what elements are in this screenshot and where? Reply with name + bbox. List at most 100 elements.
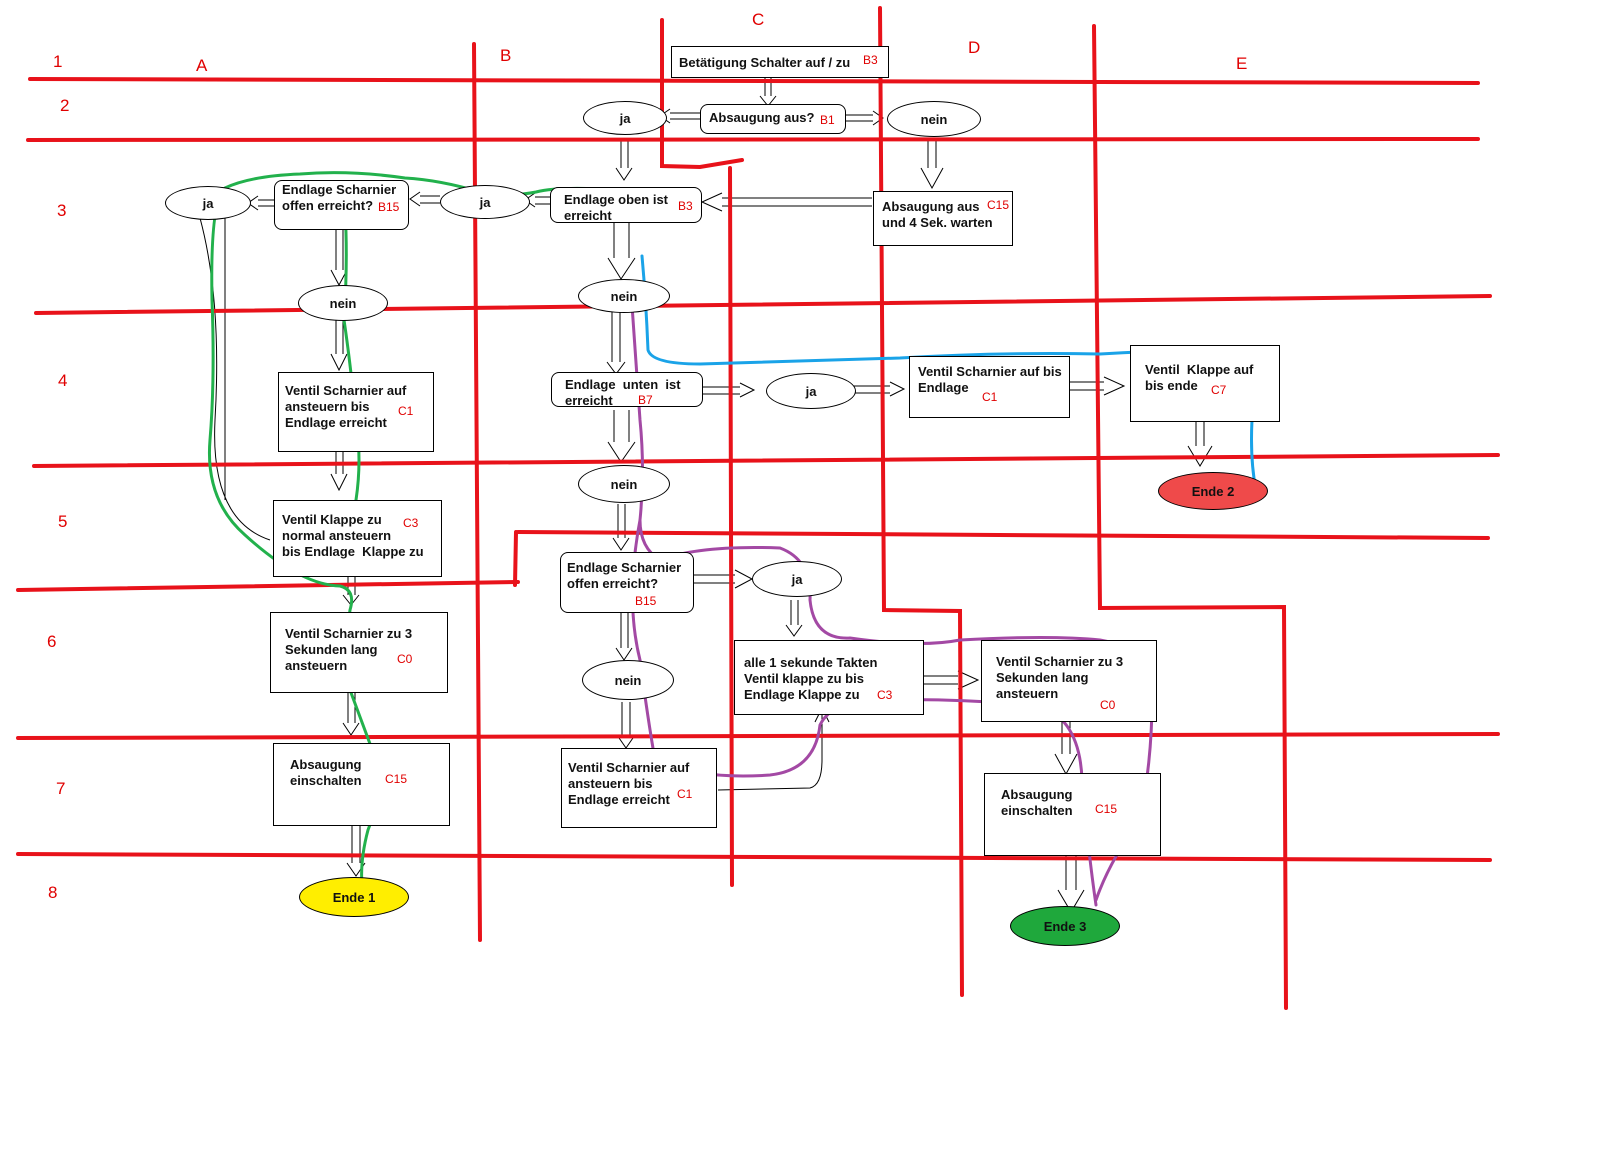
start-text: Betätigung Schalter auf / zu (679, 55, 851, 70)
ventil-klappe-e-code: C7 (1211, 383, 1227, 397)
col-label-d: D (968, 38, 981, 57)
absaug-question-code: B1 (820, 113, 835, 127)
h-line-4 (32, 453, 1500, 468)
ventil-klappe-a-text: Ventil Klappe zu normal ansteuern bis En… (282, 512, 424, 559)
absaug-ein-d-text: Absaugung einschalten (1001, 787, 1073, 818)
arrow-nein-to-absaug-aus (920, 138, 944, 190)
ventil-auf-a-text: Ventil Scharnier auf ansteuern bis Endla… (285, 383, 407, 430)
loop-ventil-b-to-takten (717, 712, 823, 791)
arrow-klappe-e-to-ende2 (1187, 421, 1213, 467)
absaug-ein-a-code: C15 (385, 772, 408, 786)
endlage-oben-text: Endlage oben ist erreicht (564, 192, 669, 223)
grid-lines (16, 6, 1500, 1010)
endlage-unten-text: Endlage unten ist erreicht (565, 377, 681, 408)
ventil-zu-a-text: Ventil Scharnier zu 3 Sekunden lang anst… (285, 626, 413, 673)
start-box (671, 46, 889, 78)
arrow-nein-b5-to-scharnier-b (612, 504, 630, 551)
v-line-b (472, 42, 482, 942)
arrow-scharnier-q-to-ja-a (247, 195, 274, 211)
takten-box (734, 640, 924, 715)
arrow-unten-to-ja-c4 (702, 382, 756, 398)
col-label-e: E (1236, 54, 1248, 73)
row-label-1: 1 (53, 52, 63, 71)
ventil-klappe-e-text: Ventil Klappe auf bis ende (1145, 362, 1254, 393)
loop-ja-a-to-klappe (199, 217, 271, 541)
arrow-unten-to-nein-b5 (607, 410, 636, 463)
scharnier-question-a-code: B15 (378, 200, 400, 214)
arrow-scharnier-b-to-ja-c5 (690, 569, 754, 589)
ventil-klappe-a-code: C3 (403, 516, 419, 530)
row-label-7: 7 (56, 779, 66, 798)
absaug-aus-text: Absaugung aus und 4 Sek. warten (882, 199, 993, 230)
flow-arrows (199, 77, 1213, 913)
absaug-aus-code: C15 (987, 198, 1010, 212)
absaug-question-text: Absaugung aus? (709, 110, 815, 125)
ventil-auf-a-code: C1 (398, 404, 414, 418)
h-line-5 (516, 530, 1490, 540)
col-label-b: B (500, 46, 512, 65)
arrow-scharnier-b-to-nein-b6 (615, 613, 633, 661)
ende1-oval: Ende 1 (299, 877, 409, 917)
takten-text: alle 1 sekunde Takten Ventil klappe zu b… (744, 655, 878, 702)
ventil-auf-b-code: C1 (677, 787, 693, 801)
arrow-ventil-d-to-klappe-e (1064, 376, 1126, 396)
nein-top-oval: nein (887, 101, 981, 137)
row-label-2: 2 (60, 96, 70, 115)
ventil-klappe-a-box (273, 500, 442, 577)
nein-a3-oval: nein (298, 285, 388, 321)
ja-top-oval: ja (583, 101, 667, 135)
arrow-nein-b-to-unten (606, 312, 626, 375)
h-line-7 (16, 852, 1492, 862)
h-line-5b (16, 580, 520, 592)
row-label-6: 6 (47, 632, 57, 651)
ventil-klappe-e-box (1130, 345, 1280, 422)
ventil-zu-d-text: Ventil Scharnier zu 3 Sekunden lang anst… (996, 654, 1124, 701)
ventil-auf-d-box (909, 356, 1070, 418)
arrow-ja-c4-to-ventil-d (850, 381, 906, 397)
ja-a3-oval: ja (165, 186, 251, 220)
arrow-nein-b6-to-ventil-b (616, 702, 636, 749)
absaug-aus-box (873, 191, 1013, 246)
h-line-3 (34, 294, 1492, 315)
v-line-b-step (513, 530, 518, 587)
row-label-5: 5 (58, 512, 68, 531)
col-label-c: C (752, 10, 765, 29)
scharnier-question-b-box (560, 552, 694, 613)
v-line-e (1092, 24, 1288, 1010)
v-line-d-top (878, 6, 964, 997)
nein-b3-oval: nein (578, 279, 670, 313)
h-line-6 (16, 732, 1500, 740)
v-line-c-left (660, 18, 744, 170)
h-line-2 (26, 137, 1480, 142)
endlage-oben-box (550, 187, 702, 223)
endlage-unten-box (551, 372, 703, 407)
ventil-auf-a-box (278, 372, 434, 452)
ja-c4-oval: ja (766, 373, 856, 409)
endlage-oben-code: B3 (678, 199, 693, 213)
arrow-absaug-aus-to-endlage-oben (700, 192, 872, 212)
row-label-8: 8 (48, 883, 58, 902)
arrow-ventil-a-to-klappe (330, 447, 348, 492)
arrow-zu-d-to-absaug-d (1054, 722, 1078, 776)
ventil-auf-d-code: C1 (982, 390, 998, 404)
ja-c5-oval: ja (752, 561, 842, 597)
arrow-ja-to-scharnier-q (409, 191, 440, 207)
scharnier-question-b-code: B15 (635, 594, 657, 608)
ventil-zu-a-code: C0 (397, 652, 413, 666)
arrow-ja-c5-to-takten (785, 600, 803, 637)
ventil-auf-d-text: Ventil Scharnier auf bis Endlage (918, 364, 1062, 395)
arrow-endlage-oben-to-nein-b (607, 222, 636, 280)
h-line-1 (28, 77, 1480, 85)
endlage-unten-code: B7 (638, 393, 653, 407)
ventil-zu-d-code: C0 (1100, 698, 1116, 712)
ende2-oval: Ende 2 (1158, 472, 1268, 510)
arrow-takten-to-zu-d (922, 670, 980, 690)
scharnier-question-a-box (274, 180, 409, 230)
absaug-ein-a-text: Absaugung einschalten (290, 757, 362, 788)
nein-b6-oval: nein (582, 660, 674, 700)
takten-code: C3 (877, 688, 893, 702)
row-label-4: 4 (58, 371, 68, 390)
start-code: B3 (863, 53, 878, 67)
arrow-absaug-d-to-ende3 (1057, 856, 1085, 913)
